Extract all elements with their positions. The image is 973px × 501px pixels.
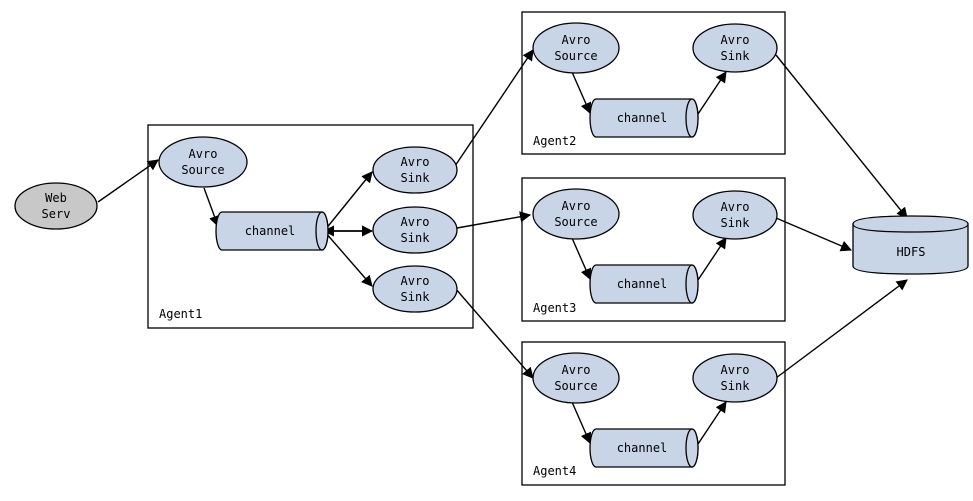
edge-agent2-sink-to-hdfs (775, 54, 908, 219)
agent4-source-node: Avro Source (532, 352, 620, 404)
agent2-source-line1: Avro (562, 33, 591, 47)
agent1-source-line2: Source (181, 163, 224, 177)
agent4-channel-label: channel (617, 441, 668, 455)
agent1-sink-1-line2: Sink (401, 171, 431, 185)
agent2-sink: Avro Sink (692, 23, 778, 73)
agent4-sink-line1: Avro (721, 363, 750, 377)
edge-web-to-agent1-source (97, 159, 159, 203)
edge-agent4-channel-to-sink (695, 401, 727, 448)
agent4-sink-line2: Sink (721, 379, 751, 393)
agent3-box: Agent3 Avro Source channel Avro Sink (521, 177, 786, 322)
agent3-sink-line2: Sink (721, 216, 751, 230)
hdfs-label: HDFS (897, 245, 926, 259)
agent2-source-line2: Source (554, 49, 597, 63)
agent2-sink-line2: Sink (721, 49, 751, 63)
edge-agent1-sink3-to-agent4-source (454, 287, 534, 379)
agent2-source-node: Avro Source (532, 22, 620, 74)
edge-agent1-sink2-to-agent3-source (456, 211, 532, 229)
web-server-label-line2: Serv (42, 207, 71, 221)
agent3-channel-label: channel (617, 277, 668, 291)
agent1-box: Agent1 Avro Source channel Avro Sink Avr… (147, 124, 474, 329)
agent4-sink: Avro Sink (692, 353, 778, 403)
agent2-label: Agent2 (533, 134, 576, 148)
agent3-sink: Avro Sink (692, 190, 778, 240)
agent1-sink-2-line1: Avro (401, 215, 430, 229)
agent2-sink-line1: Avro (721, 33, 750, 47)
edge-agent4-source-to-channel (571, 401, 592, 445)
agent4-source-line1: Avro (562, 363, 591, 377)
edge-agent2-source-to-channel (571, 71, 592, 115)
agent4-label: Agent4 (533, 464, 576, 478)
agent3-source-node: Avro Source (532, 188, 620, 240)
edge-agent1-source-to-channel (203, 187, 220, 228)
agent1-source-node: Avro Source (158, 136, 248, 188)
edge-agent3-channel-to-sink (695, 237, 727, 284)
agent1-sink-1: Avro Sink (372, 146, 458, 194)
edge-agent1-channel-to-sink3 (324, 231, 373, 287)
agent3-channel: channel (589, 264, 699, 304)
agent1-channel: channel (215, 211, 329, 251)
hdfs-node: HDFS (852, 215, 969, 275)
edge-agent4-sink-to-hdfs (775, 279, 908, 379)
agent3-label: Agent3 (533, 301, 576, 315)
agent1-sink-2: Avro Sink (372, 206, 458, 254)
agent1-sink-3-line1: Avro (401, 274, 430, 288)
web-server-label-line1: Web (45, 191, 67, 205)
agent4-channel: channel (589, 428, 699, 468)
agent2-channel-label: channel (617, 111, 668, 125)
web-server-node: Web Serv (14, 182, 98, 230)
agent3-source-line2: Source (554, 215, 597, 229)
edge-agent1-channel-to-sink1 (324, 171, 373, 231)
agent3-sink-line1: Avro (721, 200, 750, 214)
edge-agent3-sink-to-hdfs (775, 217, 853, 252)
agent3-source-line1: Avro (562, 199, 591, 213)
agent1-channel-label: channel (245, 224, 296, 238)
agent1-sink-2-line2: Sink (401, 231, 431, 245)
edge-agent3-source-to-channel (571, 237, 592, 281)
agent1-sink-3-line2: Sink (401, 290, 431, 304)
agent2-channel: channel (589, 98, 699, 138)
agent1-sink-1-line1: Avro (401, 155, 430, 169)
agent1-sink-3: Avro Sink (372, 265, 458, 313)
agent4-source-line2: Source (554, 379, 597, 393)
agent1-label: Agent1 (159, 307, 202, 321)
agent2-box: Agent2 Avro Source channel Avro Sink (521, 11, 786, 155)
edge-agent2-channel-to-sink (695, 71, 727, 118)
agent1-source-line1: Avro (189, 147, 218, 161)
edge-agent1-sink1-to-agent2-source (454, 49, 534, 167)
agent4-box: Agent4 Avro Source channel Avro Sink (521, 341, 786, 486)
edges (97, 49, 908, 448)
